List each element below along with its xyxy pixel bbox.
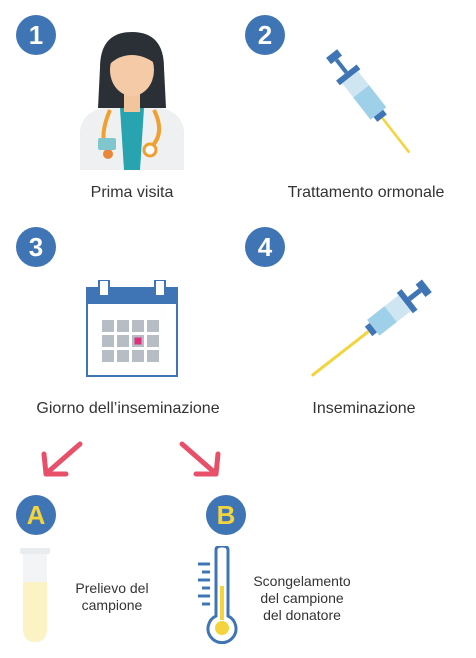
option-b-label-line3: del donatore [263, 607, 341, 623]
option-a-label-line1: Prelievo del [75, 580, 149, 596]
step-1-badge: 1 [16, 15, 56, 55]
option-b-label-line2: del campione [260, 590, 344, 606]
thermometer-icon [198, 546, 238, 644]
step-3-label: Giorno dell’inseminazione [36, 400, 220, 417]
insemination-syringe-icon [310, 279, 432, 377]
test-tube-icon [20, 548, 50, 642]
doctor-icon [80, 32, 184, 170]
step-4-badge: 4 [245, 227, 285, 267]
step-2-badge: 2 [245, 15, 285, 55]
calendar-icon [86, 280, 178, 377]
option-a-label: Prelievo del campione [62, 580, 162, 614]
arrow-down-right-icon [179, 441, 221, 477]
step-1-label: Prima visita [90, 184, 174, 201]
option-b-label: Scongelamento del campione del donatore [252, 573, 352, 624]
step-4-label: Inseminazione [312, 400, 416, 417]
step-2-label: Trattamento ormonale [287, 184, 445, 201]
step-3-badge: 3 [16, 227, 56, 267]
option-b-label-line1: Scongelamento [253, 573, 351, 589]
option-b-badge: B [206, 495, 246, 535]
syringe-icon [326, 49, 411, 154]
option-a-badge: A [16, 495, 56, 535]
arrow-down-left-icon [41, 441, 83, 477]
option-a-label-line2: campione [81, 597, 143, 613]
